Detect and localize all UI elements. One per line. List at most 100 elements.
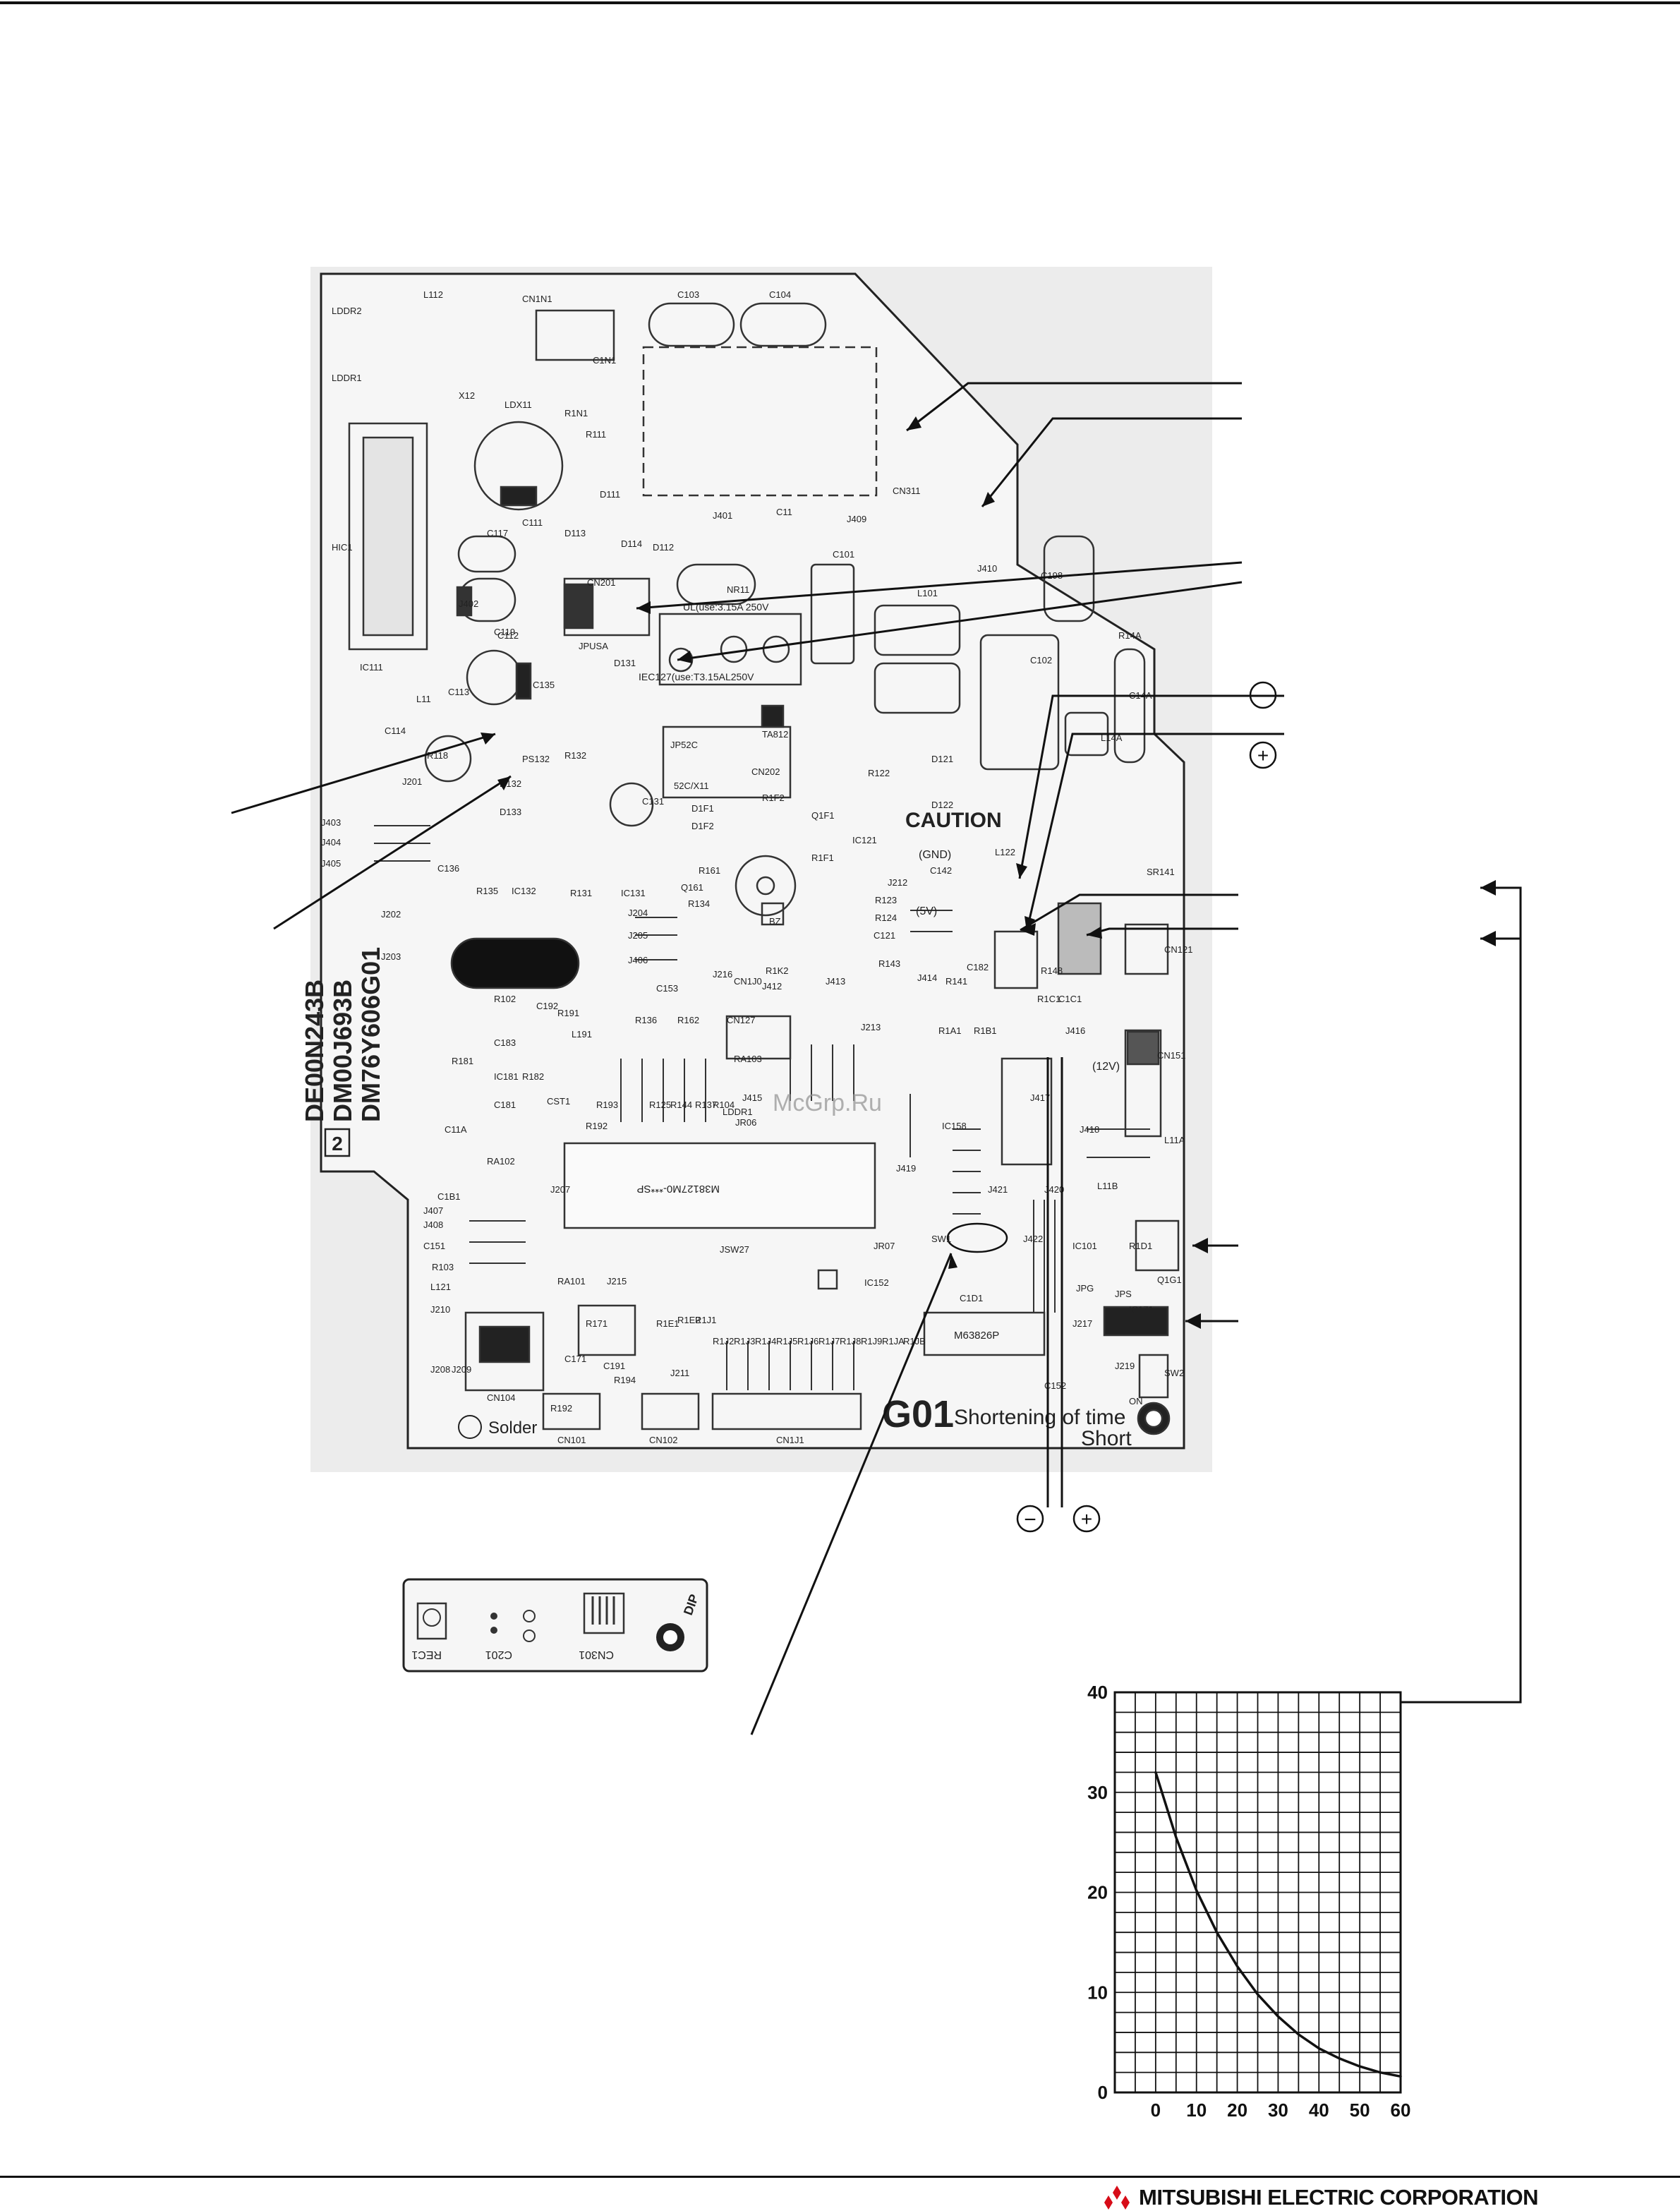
connector-cn127 — [725, 1015, 792, 1060]
component-label: JPS — [1115, 1289, 1132, 1299]
component-label: J415 — [742, 1092, 762, 1103]
connector-cn118 — [993, 930, 1039, 989]
leader-gnd — [1018, 694, 1284, 879]
component-label: IC181 — [494, 1071, 519, 1082]
y-tick-label: 20 — [1087, 1882, 1108, 1903]
component-label: R123 — [875, 895, 897, 905]
component-label: C1B1 — [437, 1191, 461, 1202]
component-label: CN102 — [649, 1435, 677, 1445]
x-tick-label: 50 — [1350, 2099, 1370, 2121]
ic-ic158 — [1001, 1057, 1053, 1166]
component-label: CN201 — [587, 577, 615, 588]
component-label: C151 — [423, 1241, 445, 1251]
leader-3 — [636, 561, 1243, 610]
component-label: C152 — [1044, 1380, 1066, 1391]
component-label: C114 — [385, 725, 406, 736]
component-label: C104 — [769, 289, 791, 300]
leader-jr07 — [750, 1253, 953, 1735]
plus-symbol-top — [1249, 741, 1277, 769]
component-label: R111 — [586, 429, 606, 440]
ic-ic171 — [577, 1304, 636, 1356]
watermark: McGrp.Ru — [773, 1090, 882, 1116]
fuse-label-iec: IEC127(use:T3.15AL250V — [639, 671, 754, 682]
component-label: LDDR2 — [332, 306, 362, 316]
component-label: J407 — [423, 1205, 443, 1216]
component-label: J418 — [1080, 1124, 1099, 1135]
polarity-symbols: − + − + (GND) (5V) (12V) — [916, 681, 1277, 1533]
component-label: R193 — [596, 1100, 618, 1110]
component-label: R1F1 — [811, 853, 834, 863]
component-label: C1N1 — [593, 355, 616, 366]
component-label: L11B — [1097, 1181, 1118, 1191]
component-label: JPG — [1076, 1283, 1094, 1294]
component-label: R132 — [564, 750, 586, 761]
switch-sw1 — [1135, 1219, 1180, 1272]
component-label: R171 — [586, 1318, 608, 1329]
leader-2 — [981, 417, 1242, 507]
component-label: IC111 — [360, 662, 383, 673]
relay-52c — [662, 725, 792, 799]
sub-label-c201: C201 — [485, 1649, 512, 1661]
component-label: R1J6 — [797, 1336, 818, 1347]
component-label: J210 — [430, 1304, 450, 1315]
component-label: IC131 — [621, 888, 646, 898]
component-label: J215 — [607, 1276, 627, 1287]
component-label: R1J9 — [861, 1336, 882, 1347]
component-label: JPUSA — [579, 641, 608, 651]
connector-cn151 — [1124, 1029, 1162, 1138]
transformer-zone — [642, 346, 878, 497]
component-label: J403 — [321, 817, 341, 828]
component-label: R1K2 — [766, 965, 789, 976]
component-label: LDDR1 — [332, 373, 362, 383]
component-label: R1D1 — [1129, 1241, 1152, 1251]
component-label: R181 — [452, 1056, 473, 1066]
component-label: IC171 — [1129, 1304, 1154, 1315]
component-label: R125 — [649, 1100, 671, 1110]
component-label: R161 — [699, 865, 720, 876]
revision-number: 2 — [332, 1133, 343, 1155]
component-label: J419 — [896, 1163, 916, 1174]
connector-cn102 — [641, 1392, 700, 1430]
mcu-label: M38127M0-***SP — [636, 1183, 720, 1195]
minus-sign-bottom: − — [1024, 1508, 1037, 1531]
x-tick-label: 10 — [1186, 2099, 1207, 2121]
component-label: L101 — [917, 588, 938, 598]
component-label: D114 — [621, 538, 642, 549]
component-label: D1F1 — [691, 803, 714, 814]
connector-cn101 — [542, 1392, 601, 1430]
component-label: Q161 — [681, 882, 703, 893]
component-label: C142 — [930, 865, 952, 876]
capacitor-c102 — [979, 634, 1060, 771]
component-label: J211 — [670, 1368, 689, 1378]
component-label: R1J4 — [755, 1336, 776, 1347]
component-label: D133 — [500, 807, 521, 817]
component-label: JP52C — [670, 740, 698, 750]
component-label: R136 — [635, 1015, 657, 1025]
component-label: R194 — [614, 1375, 636, 1385]
component-label: Q1F1 — [811, 810, 835, 821]
component-label: R1J5 — [776, 1336, 797, 1347]
capacitor-c131 — [609, 782, 654, 827]
capacitor-c103 — [648, 302, 735, 347]
component-label: C183 — [494, 1037, 516, 1048]
component-label: C11A — [445, 1124, 467, 1135]
connector-cn1n1 — [535, 309, 615, 361]
component-label: IC132 — [512, 886, 536, 896]
component-label: C11 — [776, 507, 792, 517]
component-label: J201 — [402, 776, 422, 787]
component-label: J416 — [1065, 1025, 1085, 1036]
component-label: C112 — [497, 630, 519, 641]
capacitor-c198 — [1043, 535, 1095, 622]
component-label: C103 — [677, 289, 699, 300]
capacitor-c111 — [473, 421, 564, 511]
component-label: J213 — [861, 1022, 881, 1032]
component-label: LDDR1 — [723, 1107, 753, 1117]
component-label: C191 — [603, 1361, 625, 1371]
solder-label: Solder — [488, 1418, 537, 1438]
component-label: C117 — [487, 528, 508, 538]
component-label: C192 — [536, 1001, 558, 1011]
model-code: G01 — [882, 1393, 954, 1435]
bottom-rule — [0, 2176, 1680, 2178]
component-label: R131 — [570, 888, 592, 898]
